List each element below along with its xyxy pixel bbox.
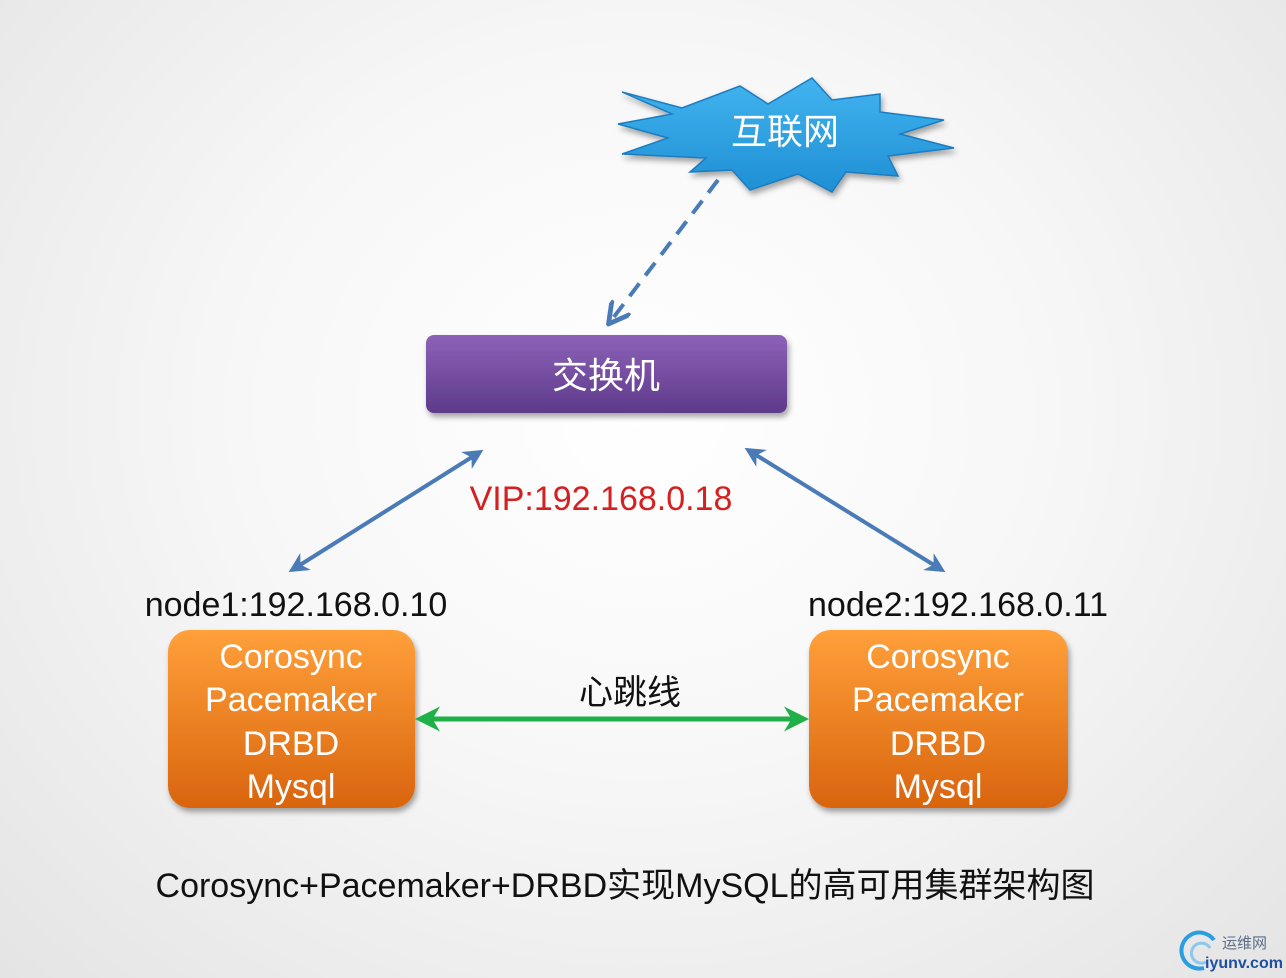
switch-node1-link <box>288 449 484 573</box>
node1-stack-item: Pacemaker <box>205 681 377 719</box>
internet-switch-link <box>610 178 720 322</box>
heartbeat-label: 心跳线 <box>579 674 681 712</box>
internet-cloud: 互联网 <box>617 77 955 193</box>
node1-stack-item: Corosync <box>219 638 363 676</box>
watermark-line2: iyunv.com <box>1205 955 1283 972</box>
internet-burst-shape <box>617 77 955 193</box>
watermark-logo: 运维网 iyunv.com <box>1179 930 1283 972</box>
node1-label: node1:192.168.0.10 <box>145 586 448 624</box>
internet-label: 互联网 <box>731 111 839 152</box>
node2-label: node2:192.168.0.11 <box>808 586 1108 624</box>
node2-stack-item: Mysql <box>894 768 983 806</box>
watermark-swirl-icon <box>1179 930 1216 971</box>
node2-stack-item: DRBD <box>890 725 986 763</box>
diagram-caption: Corosync+Pacemaker+DRBD实现MySQL的高可用集群架构图 <box>156 867 1095 905</box>
vip-label: VIP:192.168.0.18 <box>470 480 733 518</box>
node1-stack-item: Mysql <box>247 768 336 806</box>
node2-box: Corosync Pacemaker DRBD Mysql <box>809 630 1068 808</box>
node2-stack-item: Pacemaker <box>852 681 1024 719</box>
switch-box: 交换机 <box>426 335 787 413</box>
watermark-line1: 运维网 <box>1222 935 1267 952</box>
node1-box: Corosync Pacemaker DRBD Mysql <box>168 630 415 808</box>
node2-stack-item: Corosync <box>866 638 1010 676</box>
switch-label: 交换机 <box>552 355 660 396</box>
switch-node2-link <box>744 447 946 573</box>
node1-stack-item: DRBD <box>243 725 339 763</box>
